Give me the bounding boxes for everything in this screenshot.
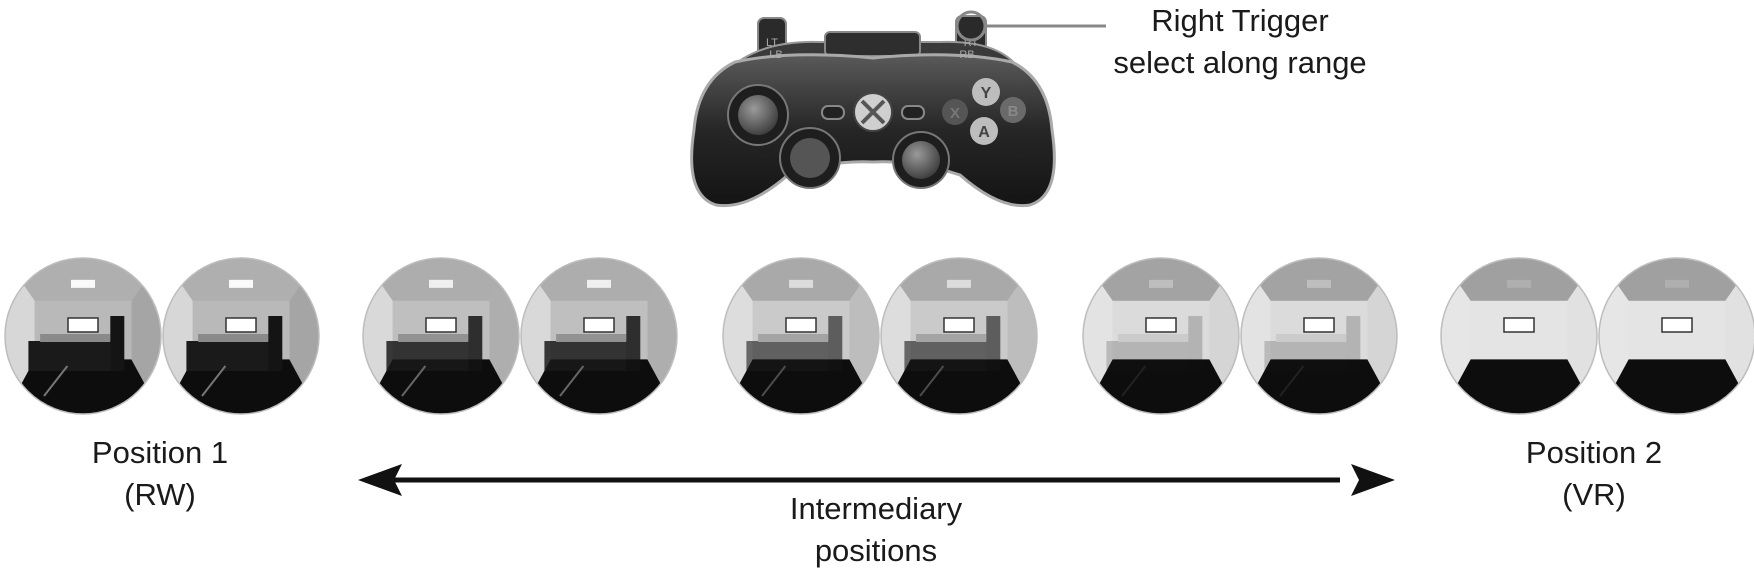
dpad[interactable] — [779, 127, 841, 189]
right-eye-view — [1241, 258, 1397, 414]
room-furniture — [386, 316, 483, 397]
position-2-subtitle: (VR) — [1562, 477, 1626, 512]
position-1-label: Position 1 (RW) — [60, 432, 260, 516]
svg-text:A: A — [978, 124, 990, 141]
right-thumbstick[interactable] — [892, 131, 950, 189]
stereo-pair-mix2 — [722, 257, 1038, 415]
position-2-label: Position 2 (VR) — [1494, 432, 1694, 516]
guide-button[interactable] — [853, 92, 893, 132]
stereo-pair-mix1 — [362, 257, 678, 415]
left-eye-view — [5, 258, 161, 414]
stereo-pair-rw — [4, 257, 320, 415]
right-eye-view — [1599, 258, 1754, 414]
back-button[interactable] — [821, 105, 845, 120]
rb-label: RB — [959, 49, 974, 61]
callout-line2: select along range — [1113, 45, 1367, 80]
range-arrow — [358, 464, 1395, 496]
start-button[interactable] — [901, 105, 925, 120]
stereo-pair-mix3 — [1082, 257, 1398, 415]
y-button[interactable]: Y — [972, 78, 1000, 106]
svg-text:X: X — [950, 105, 960, 122]
svg-text:B: B — [1008, 103, 1019, 120]
x-button[interactable]: X — [942, 99, 968, 125]
room-furniture — [544, 316, 641, 397]
position-1-title: Position 1 — [91, 435, 229, 470]
lt-label: LT — [766, 37, 778, 49]
intermediary-line1: Intermediary — [789, 491, 963, 526]
svg-text:Y: Y — [981, 85, 992, 102]
right-eye-view — [521, 258, 677, 414]
a-button[interactable]: A — [970, 117, 998, 145]
intermediary-label: Intermediary positions — [726, 488, 1026, 572]
controller-top-port — [824, 31, 921, 57]
room-furniture — [1264, 316, 1361, 397]
right-eye-view — [881, 258, 1037, 414]
left-eye-view — [1083, 258, 1239, 414]
room-furniture — [186, 316, 283, 397]
room-furniture — [746, 316, 843, 397]
position-2-title: Position 2 — [1525, 435, 1663, 470]
b-button[interactable]: B — [1000, 97, 1026, 123]
left-eye-view — [363, 258, 519, 414]
right-eye-view — [163, 258, 319, 414]
stereo-pair-vr — [1440, 257, 1754, 415]
room-furniture — [904, 316, 1001, 397]
left-eye-view — [1441, 258, 1597, 414]
left-eye-view — [723, 258, 879, 414]
right-trigger-callout: Right Trigger select along range — [1090, 0, 1390, 84]
callout-line1: Right Trigger — [1151, 3, 1329, 38]
room-furniture — [1106, 316, 1203, 397]
lb-label: LB — [769, 49, 782, 61]
room-furniture — [28, 316, 125, 397]
left-thumbstick[interactable] — [727, 84, 789, 146]
position-1-subtitle: (RW) — [124, 477, 196, 512]
intermediary-line2: positions — [814, 533, 938, 568]
